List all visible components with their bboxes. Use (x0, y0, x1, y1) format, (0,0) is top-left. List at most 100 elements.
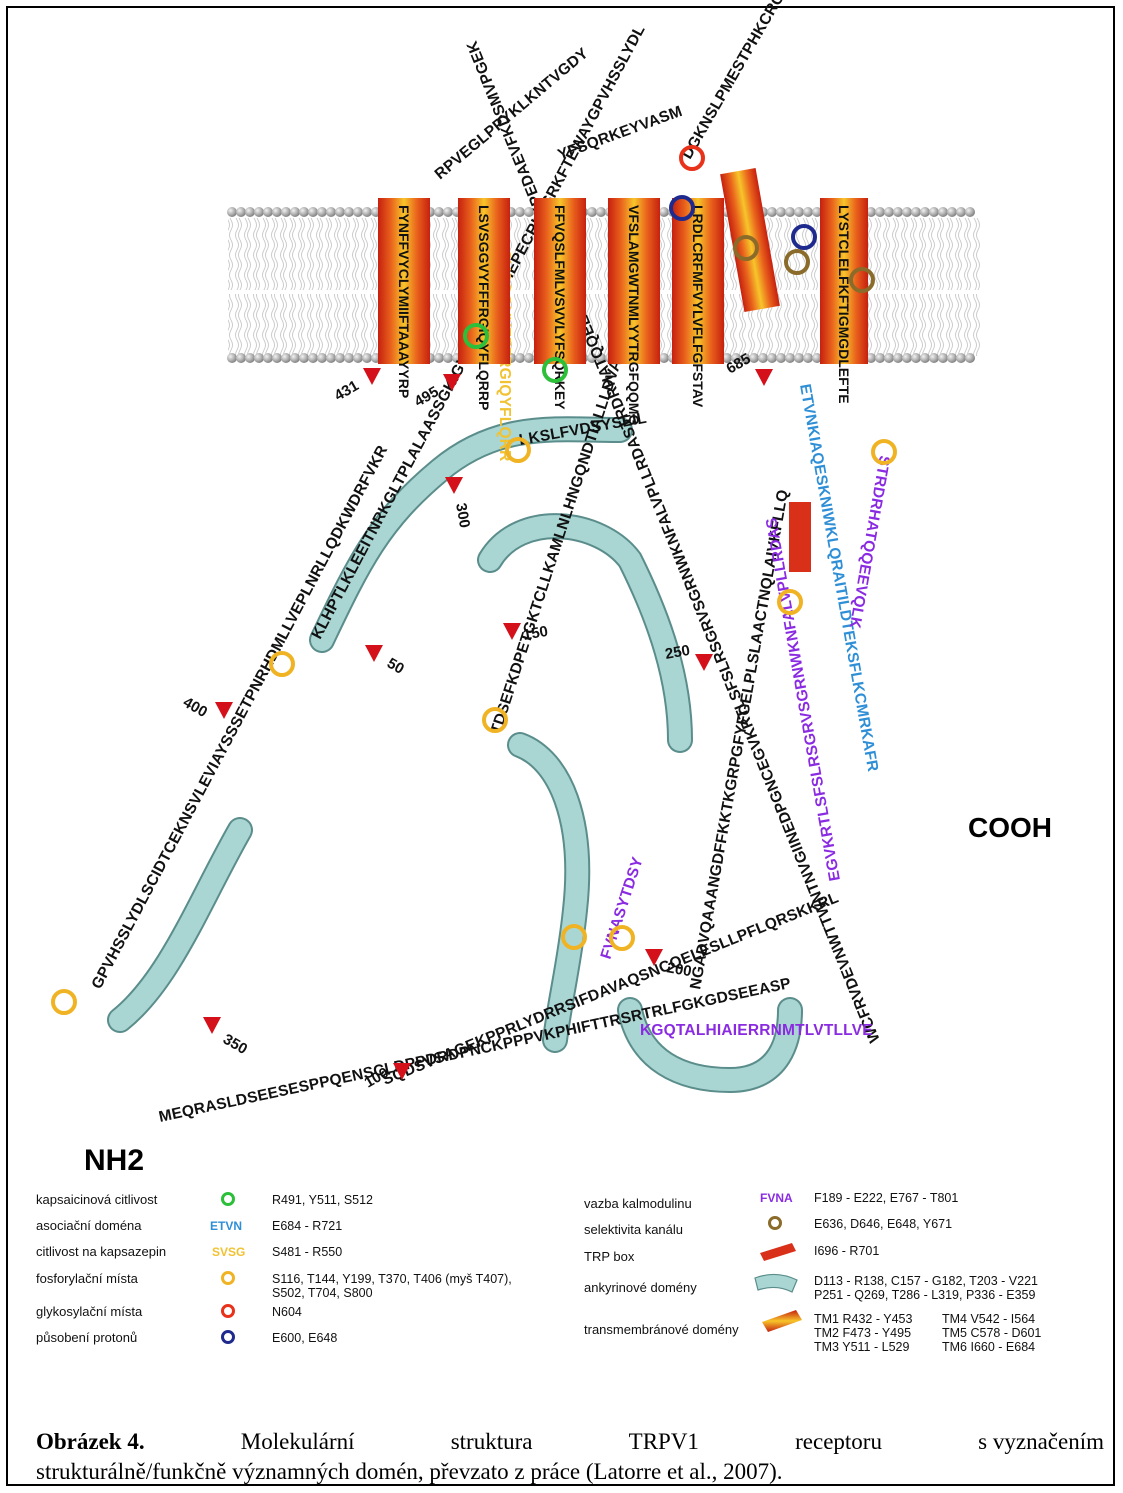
legend-label: fosforylační místa (36, 1269, 138, 1289)
legend-label: působení protonů (36, 1328, 137, 1348)
seq-ank5: KGQTALHIAIERRNMTLVTLLVE (640, 1022, 873, 1039)
lipid-head (272, 207, 282, 217)
legend-label: vazba kalmodulinu (584, 1194, 692, 1214)
lipid-head (875, 207, 885, 217)
caption-word: receptoru (795, 1427, 882, 1457)
marker-triangle (203, 1017, 221, 1034)
lipid-head (929, 353, 939, 363)
lipid-head (767, 207, 777, 217)
position-marker-400: 400 (180, 694, 233, 721)
lipid-head (245, 207, 255, 217)
marker-triangle (755, 369, 773, 386)
lipid-head (281, 353, 291, 363)
lipid-head (290, 353, 300, 363)
legend-row-association: asociační doména ETVN E684 - R721 (36, 1216, 556, 1236)
nh2-terminus-label: NH2 (84, 1144, 144, 1178)
seq-calmodulin-n: FVNASYTDSY (598, 855, 647, 962)
legend-value: N604 (272, 1302, 302, 1322)
cooh-terminus-label: COOH (968, 812, 1052, 844)
marker-label: 400 (180, 694, 210, 721)
lipid-head (263, 353, 273, 363)
ankyrin-icon (752, 1270, 800, 1296)
caption-line-1: Obrázek 4. Molekulární struktura TRPV1 r… (36, 1427, 1104, 1457)
lipid-head (947, 207, 957, 217)
lipid-head (254, 207, 264, 217)
red-ring-icon (221, 1304, 235, 1318)
legend-row-protons: působení protonů E600, E648 (36, 1328, 556, 1348)
nh2-text: NH2 (84, 1144, 144, 1177)
legend-label: selektivita kanálu (584, 1220, 683, 1240)
marker-label: 50 (384, 655, 407, 678)
marker-label: 150 (522, 623, 550, 644)
caption-label: Obrázek 4. (36, 1427, 145, 1457)
caption-word: Molekulární (241, 1427, 355, 1457)
lipid-head (596, 207, 606, 217)
position-marker-300: 300 (445, 477, 473, 529)
seq-loop-400: GPVHSSLYDLSCIDTCEKNSVLEVIAYSSSETPNRHDMLL… (89, 443, 392, 992)
position-marker-350: 350 (203, 1017, 250, 1058)
legend: kapsaicinová citlivost R491, Y511, S512 … (36, 1180, 1096, 1370)
legend-value-tm-col2: TM4 V542 - I564 TM5 C578 - D601 TM6 I660… (942, 1312, 1041, 1354)
lipid-head (524, 353, 534, 363)
caption-word: struktura (451, 1427, 533, 1457)
caption-word: TRPV1 (629, 1427, 699, 1457)
lipid-head (362, 207, 372, 217)
figure-caption: Obrázek 4. Molekulární struktura TRPV1 r… (36, 1427, 1104, 1487)
fvna-symbol: FVNA (760, 1188, 793, 1208)
legend-row-capsazepine: citlivost na kapsazepin SVSG S481 - R550 (36, 1242, 556, 1262)
marker-triangle (363, 368, 381, 385)
lipid-head (929, 207, 939, 217)
lipid-head (227, 207, 237, 217)
legend-value: E684 - R721 (272, 1216, 342, 1236)
legend-row-phospho: fosforylační místa S116, T144, Y199, T37… (36, 1269, 556, 1289)
legend-row-ankyrin: ankyrinové domény D113 - R138, C157 - G1… (584, 1278, 1084, 1298)
lipid-head (893, 353, 903, 363)
brown-ring-icon (768, 1216, 782, 1230)
legend-label: transmembránové domény (584, 1320, 739, 1340)
legend-row-calmodulin: vazba kalmodulinu FVNA F189 - E222, E767… (584, 1194, 1084, 1214)
legend-row-trp-box: TRP box I696 - R701 (584, 1247, 1084, 1267)
tm-sequence-4: VFSLAMGWTNMLYYTRGFQQMG (626, 205, 642, 425)
tm-helix-icon (760, 1308, 804, 1334)
lipid-head (794, 207, 804, 217)
lipid-head (965, 353, 975, 363)
lipid-head (587, 207, 597, 217)
lipid-head (875, 353, 885, 363)
lipid-head (803, 353, 813, 363)
legend-row-transmembrane: transmembránové domény TM1 R432 - Y453 T… (584, 1320, 1094, 1340)
lipid-head (326, 207, 336, 217)
lipid-head (884, 207, 894, 217)
lipid-head (299, 353, 309, 363)
lipid-head (767, 353, 777, 363)
tm-sequence-6: LYSTCLELFKFTIGMGDLEFTE (836, 205, 852, 404)
legend-label: kapsaicinová citlivost (36, 1190, 157, 1210)
marker-label: 350 (220, 1031, 250, 1058)
lipid-head (947, 353, 957, 363)
position-marker-150: 150 (503, 623, 549, 644)
lipid-head (299, 207, 309, 217)
lipid-head (227, 353, 237, 363)
lipid-head (443, 353, 453, 363)
position-marker-431: 431 (332, 368, 382, 404)
marker-triangle (365, 645, 383, 662)
lipid-head (911, 353, 921, 363)
legend-row-capsaicin: kapsaicinová citlivost R491, Y511, S512 (36, 1190, 556, 1210)
etvn-symbol: ETVN (210, 1216, 242, 1236)
lipid-head (956, 353, 966, 363)
lipid-head (308, 207, 318, 217)
phospho-site-ring (53, 991, 75, 1013)
lipid-head (290, 207, 300, 217)
caption-line-2: strukturálně/funkčně významných domén, p… (36, 1457, 1104, 1487)
lipid-head (776, 207, 786, 217)
lipid-head (362, 353, 372, 363)
lipid-head (884, 353, 894, 363)
lipid-head (326, 353, 336, 363)
green-ring-icon (221, 1192, 235, 1206)
lipid-head (965, 207, 975, 217)
lipid-head (515, 353, 525, 363)
marker-triangle (695, 654, 713, 671)
lipid-head (956, 207, 966, 217)
seq-calmodulin-c: STRDRHATQQEEVQLK (846, 454, 893, 630)
position-marker-50: 50 (365, 645, 407, 678)
legend-label: TRP box (584, 1247, 634, 1267)
